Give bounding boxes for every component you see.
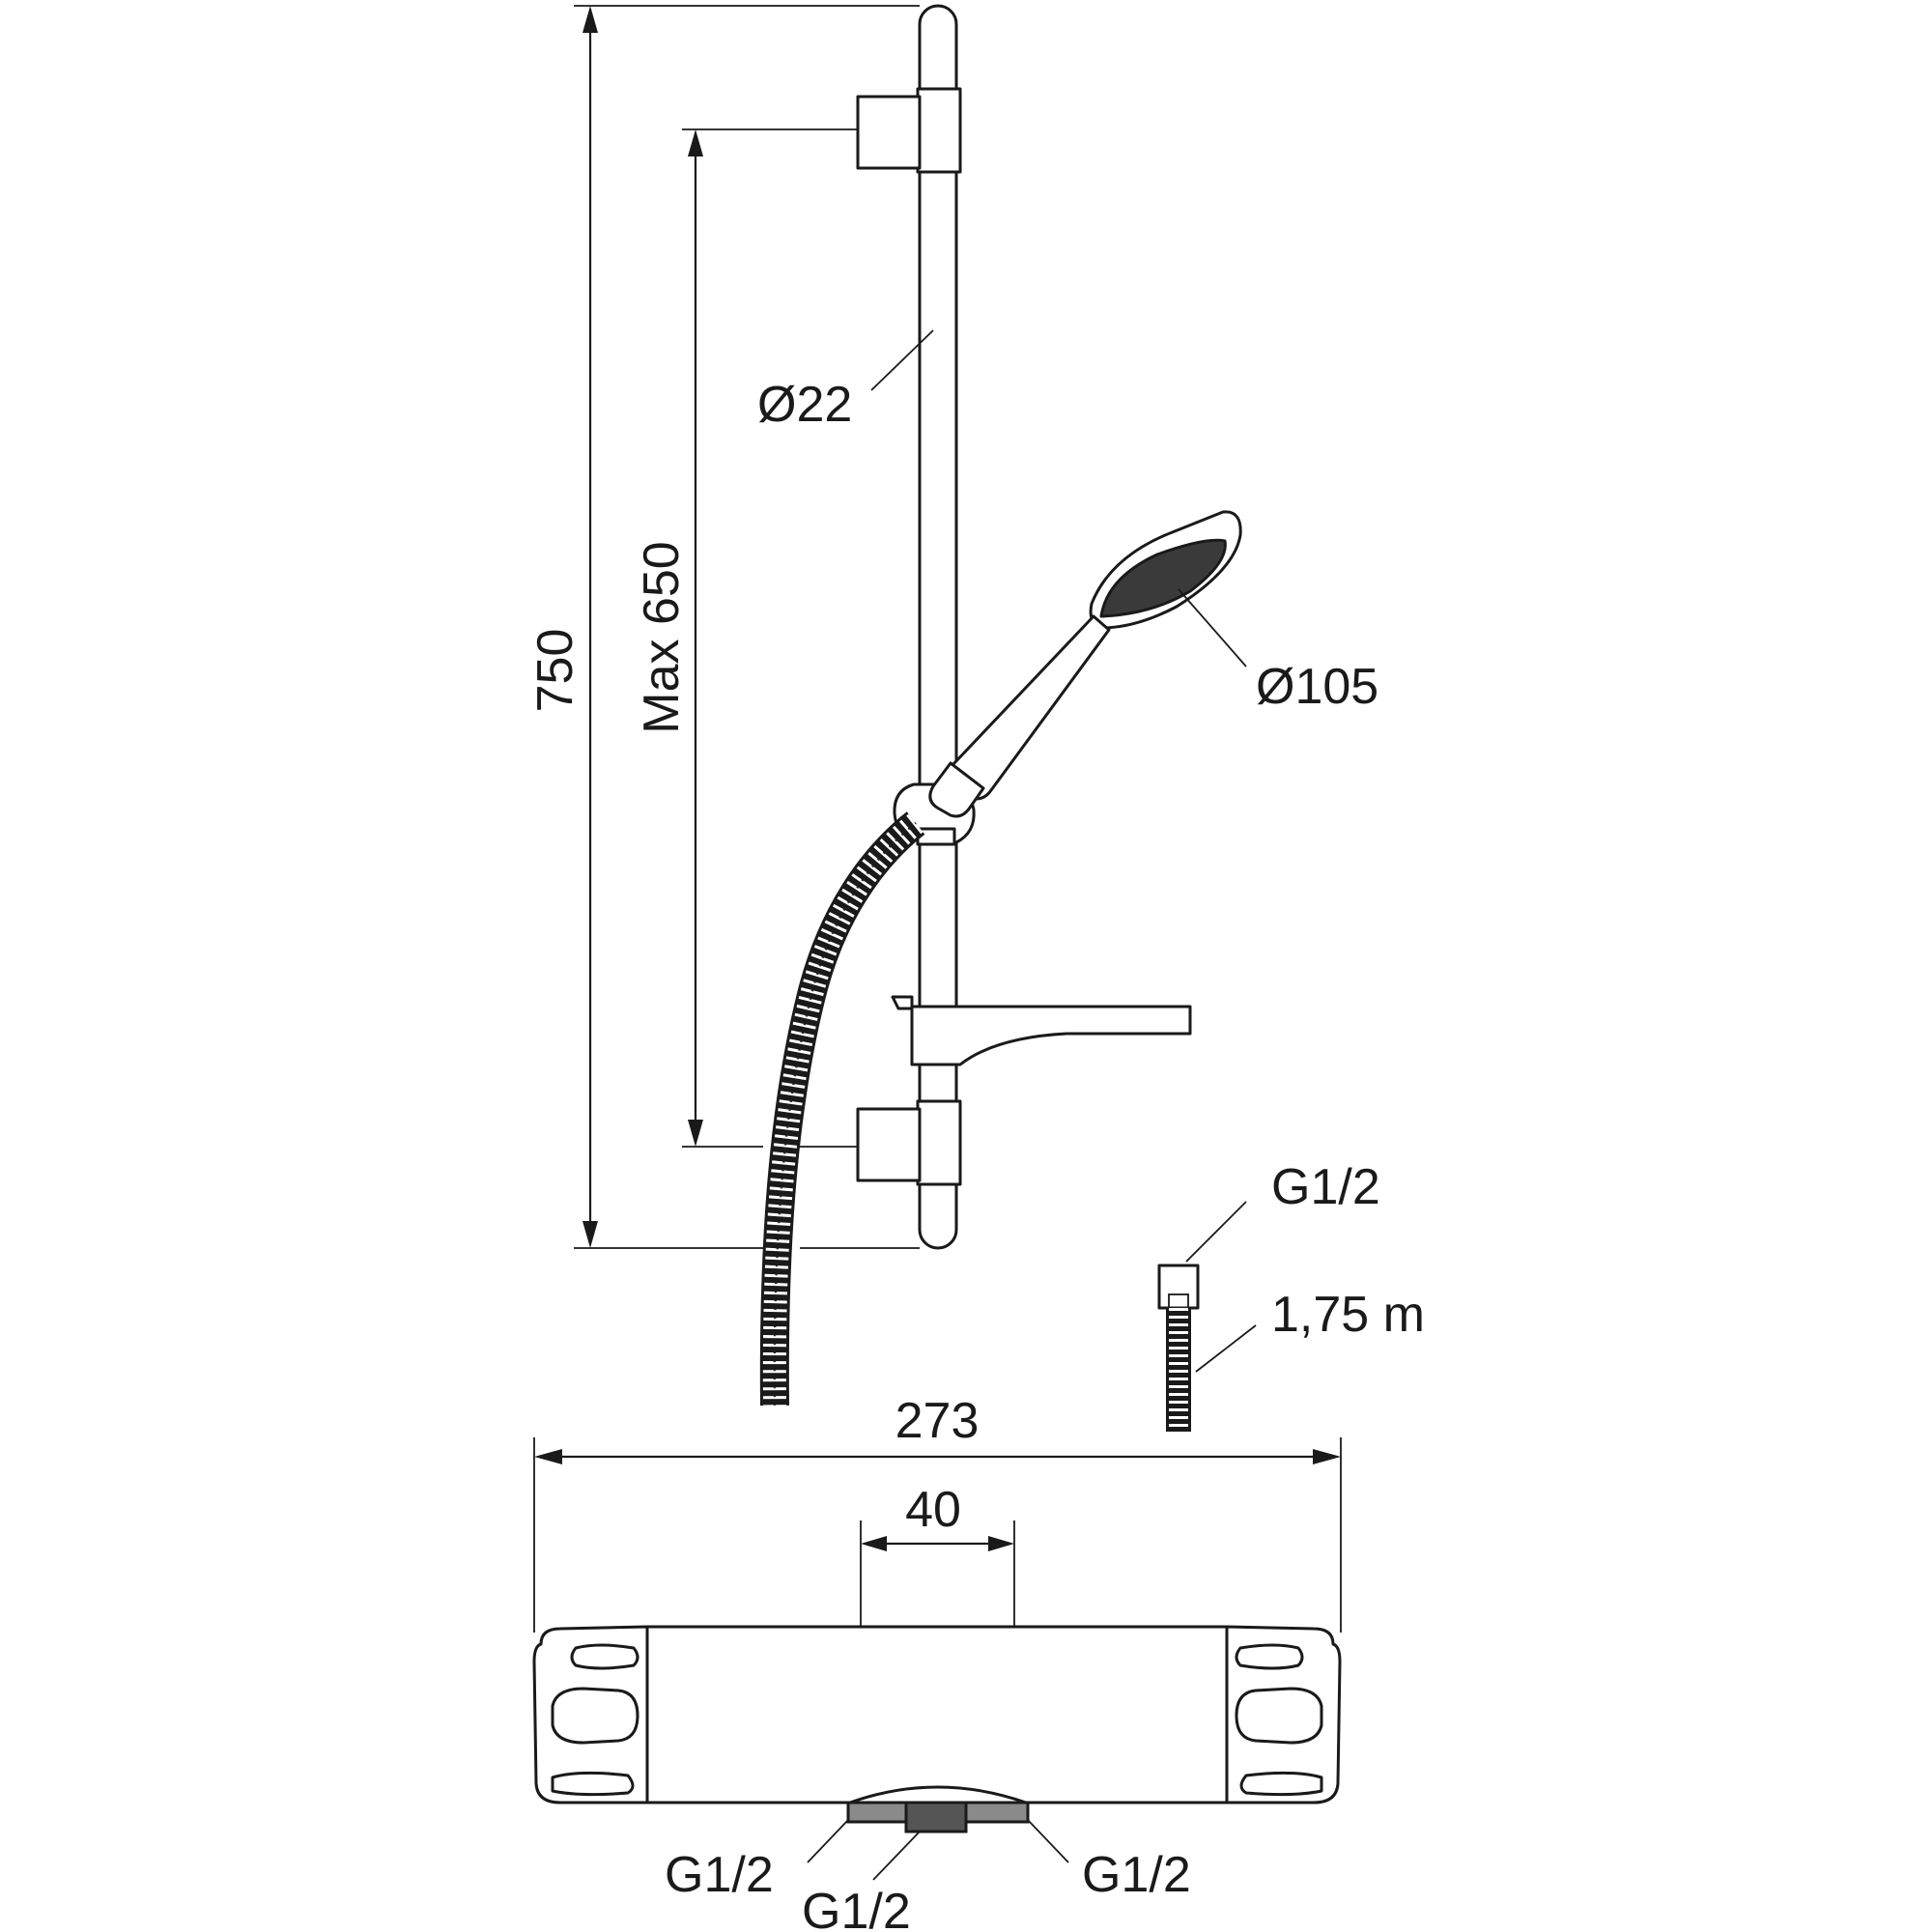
bottom-connections <box>846 1801 1030 1833</box>
dimension-label-max-650: Max 650 <box>634 541 690 733</box>
dimension-label-750: 750 <box>527 629 583 713</box>
right-inlet-label: G1/2 <box>1082 1847 1191 1903</box>
hose-length-label: 1,75 m <box>1271 1287 1425 1343</box>
center-outlet-label: G1/2 <box>802 1884 911 1932</box>
dimension-label-rail-diameter: Ø22 <box>757 377 852 433</box>
dimension-inlet-spacing: 40 <box>860 1482 1015 1627</box>
mixer-connection-callouts: G1/2 G1/2 G1/2 <box>665 1819 1191 1932</box>
dimension-mixer-width: 273 <box>533 1393 1342 1633</box>
dimension-label-273: 273 <box>895 1393 980 1449</box>
right-handle <box>1225 1625 1342 1804</box>
dimension-label-40: 40 <box>905 1482 961 1538</box>
shower-rail <box>856 4 1192 1250</box>
top-wall-bracket <box>856 87 962 174</box>
hose-connection-label: G1/2 <box>1271 1159 1380 1215</box>
dimension-total-height: 750 <box>527 5 920 1249</box>
left-handle <box>532 1625 649 1804</box>
soap-shelf <box>891 995 1192 1066</box>
hand-shower <box>928 510 1242 818</box>
dimension-max-adjustment: Max 650 <box>634 128 858 1148</box>
dimension-label-head-diameter: Ø105 <box>1256 659 1378 715</box>
left-inlet-label: G1/2 <box>665 1847 774 1903</box>
dimension-rail-diameter: Ø22 <box>757 329 934 433</box>
spare-hose: G1/2 1,75 m <box>1157 1159 1425 1432</box>
shower-hose <box>759 811 925 1406</box>
dimension-head-diameter: Ø105 <box>1178 588 1378 715</box>
bottom-wall-bracket <box>856 1099 962 1186</box>
thermostatic-mixer <box>532 1625 1342 1833</box>
